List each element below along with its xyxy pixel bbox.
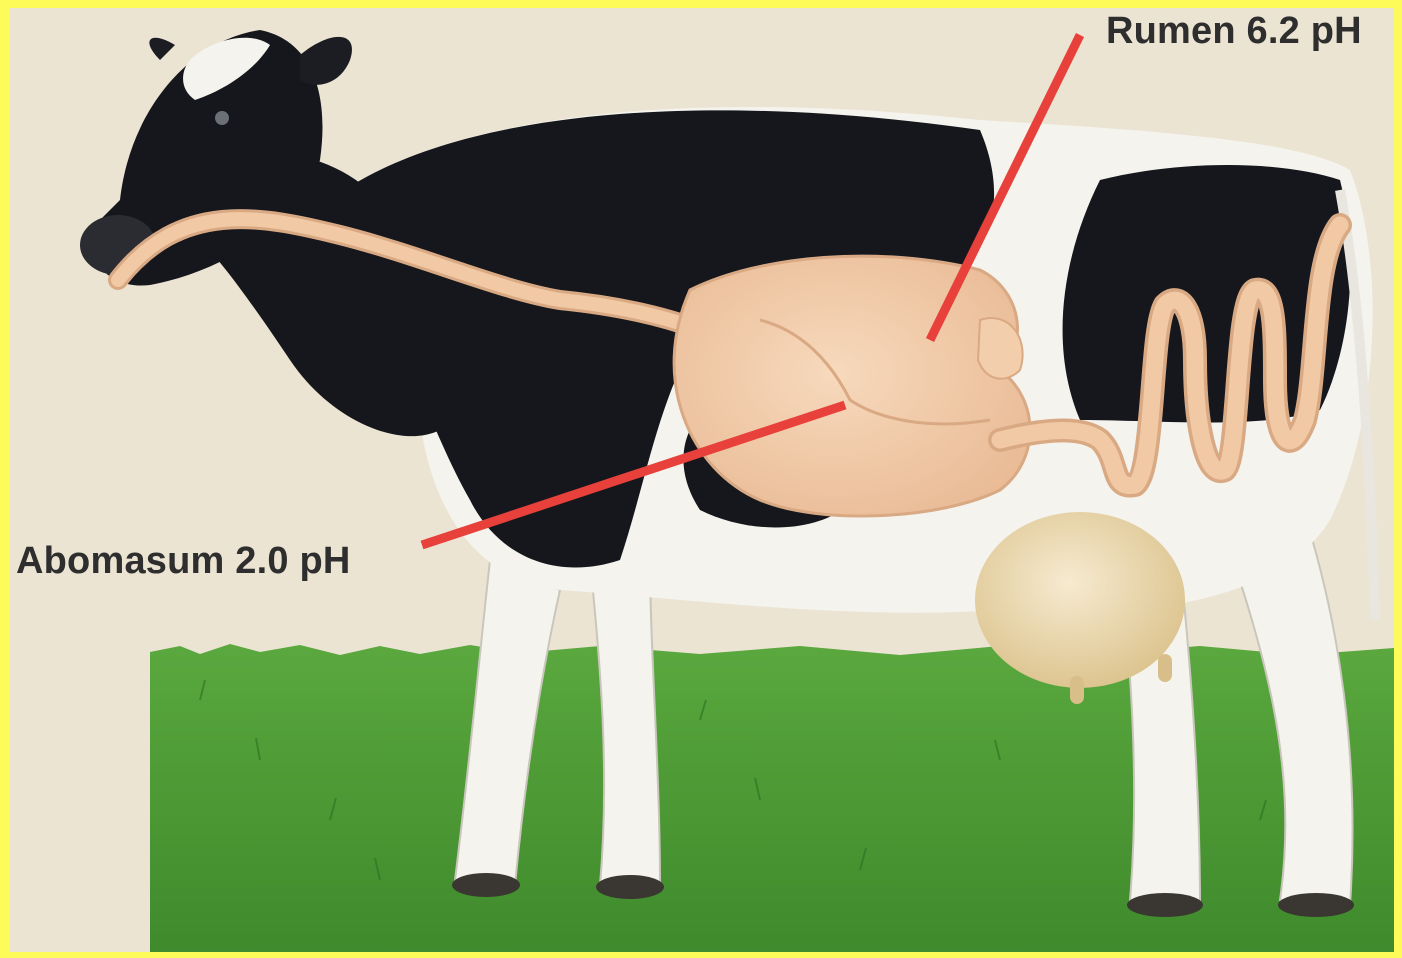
- cow-udder: [975, 512, 1185, 688]
- grass-field: [150, 644, 1394, 952]
- rumen-label: Rumen 6.2 pH: [1106, 10, 1362, 53]
- abomasum-label: Abomasum 2.0 pH: [16, 540, 351, 583]
- cow-eye: [215, 111, 229, 125]
- stomach-compartments: [674, 256, 1030, 516]
